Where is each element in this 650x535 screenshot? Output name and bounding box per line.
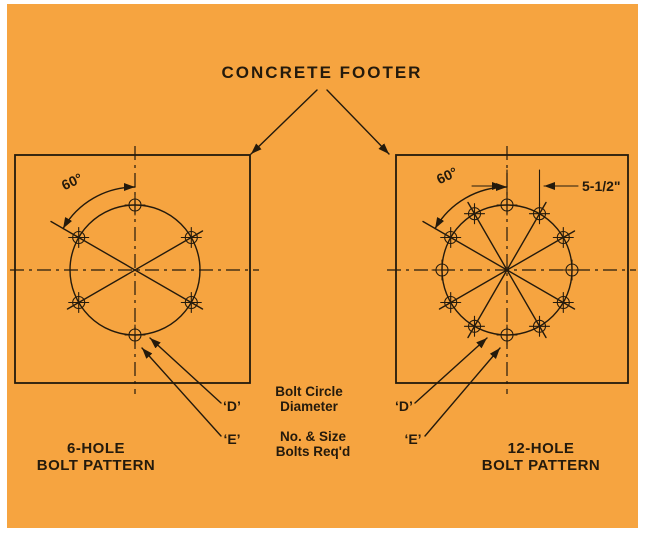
left-spoke-30-210 bbox=[66, 230, 204, 310]
left-e-leader-arrow bbox=[141, 347, 222, 437]
title-arrow-right bbox=[326, 89, 390, 155]
left-bolt-hole bbox=[68, 226, 90, 249]
left-angle-label: 60° bbox=[59, 170, 85, 193]
right-footer-outline bbox=[395, 154, 629, 384]
left-caption-line1: 6-HOLE bbox=[67, 440, 125, 457]
left-d-leader-arrow bbox=[149, 337, 222, 404]
right-bolt-hole bbox=[440, 291, 462, 314]
right-bolt-hole bbox=[528, 203, 551, 225]
title: CONCRETE FOOTER bbox=[222, 63, 423, 82]
right-bolt-hole bbox=[463, 315, 486, 337]
right-d-label: ‘D’ bbox=[395, 398, 413, 414]
left-bolt-hole bbox=[180, 226, 202, 249]
left-caption-line2: BOLT PATTERN bbox=[37, 457, 156, 474]
right-e-label: ‘E’ bbox=[404, 431, 421, 447]
right-angle-label: 60° bbox=[434, 164, 460, 187]
right-bolt-hole bbox=[528, 315, 551, 337]
left-d-label: ‘D’ bbox=[223, 398, 241, 414]
left-bolt-hole bbox=[180, 291, 202, 314]
right-caption-line1: 12-HOLE bbox=[508, 440, 575, 457]
left-spoke-150-330 bbox=[50, 220, 204, 310]
legend-bolts-line1: No. & Size bbox=[280, 429, 347, 444]
right-bolt-hole bbox=[561, 259, 583, 281]
left-e-label: ‘E’ bbox=[223, 431, 240, 447]
left-footer-outline bbox=[14, 154, 251, 384]
left-footer: 60° bbox=[10, 146, 259, 394]
right-bolt-hole bbox=[431, 259, 453, 281]
right-bolt-hole bbox=[552, 291, 574, 314]
left-angle-arc bbox=[62, 183, 136, 230]
right-footer: 60° 5-1/2" bbox=[387, 146, 636, 394]
right-d-leader-arrow bbox=[414, 337, 488, 404]
right-bolt-hole bbox=[440, 226, 462, 249]
left-bolt-hole bbox=[124, 324, 146, 346]
scanned-page-background bbox=[7, 4, 638, 528]
left-bolt-hole bbox=[68, 291, 90, 314]
right-bolt-hole bbox=[496, 324, 518, 346]
right-spoke-60-240 bbox=[467, 201, 547, 339]
right-e-leader-arrow bbox=[424, 347, 501, 437]
bolt-spacing-dimension: 5-1/2" bbox=[582, 178, 621, 194]
legend-bolt-circle-line2: Diameter bbox=[280, 399, 339, 414]
left-bolt-hole bbox=[124, 194, 146, 216]
right-bolt-hole bbox=[463, 203, 486, 225]
right-caption-line2: BOLT PATTERN bbox=[482, 457, 601, 474]
right-spoke-150-330 bbox=[422, 220, 576, 310]
right-bolt-hole bbox=[552, 226, 574, 249]
legend-bolt-circle-line1: Bolt Circle bbox=[275, 384, 343, 399]
title-arrow-left bbox=[250, 89, 318, 155]
legend-bolts-line2: Bolts Req'd bbox=[276, 444, 350, 459]
